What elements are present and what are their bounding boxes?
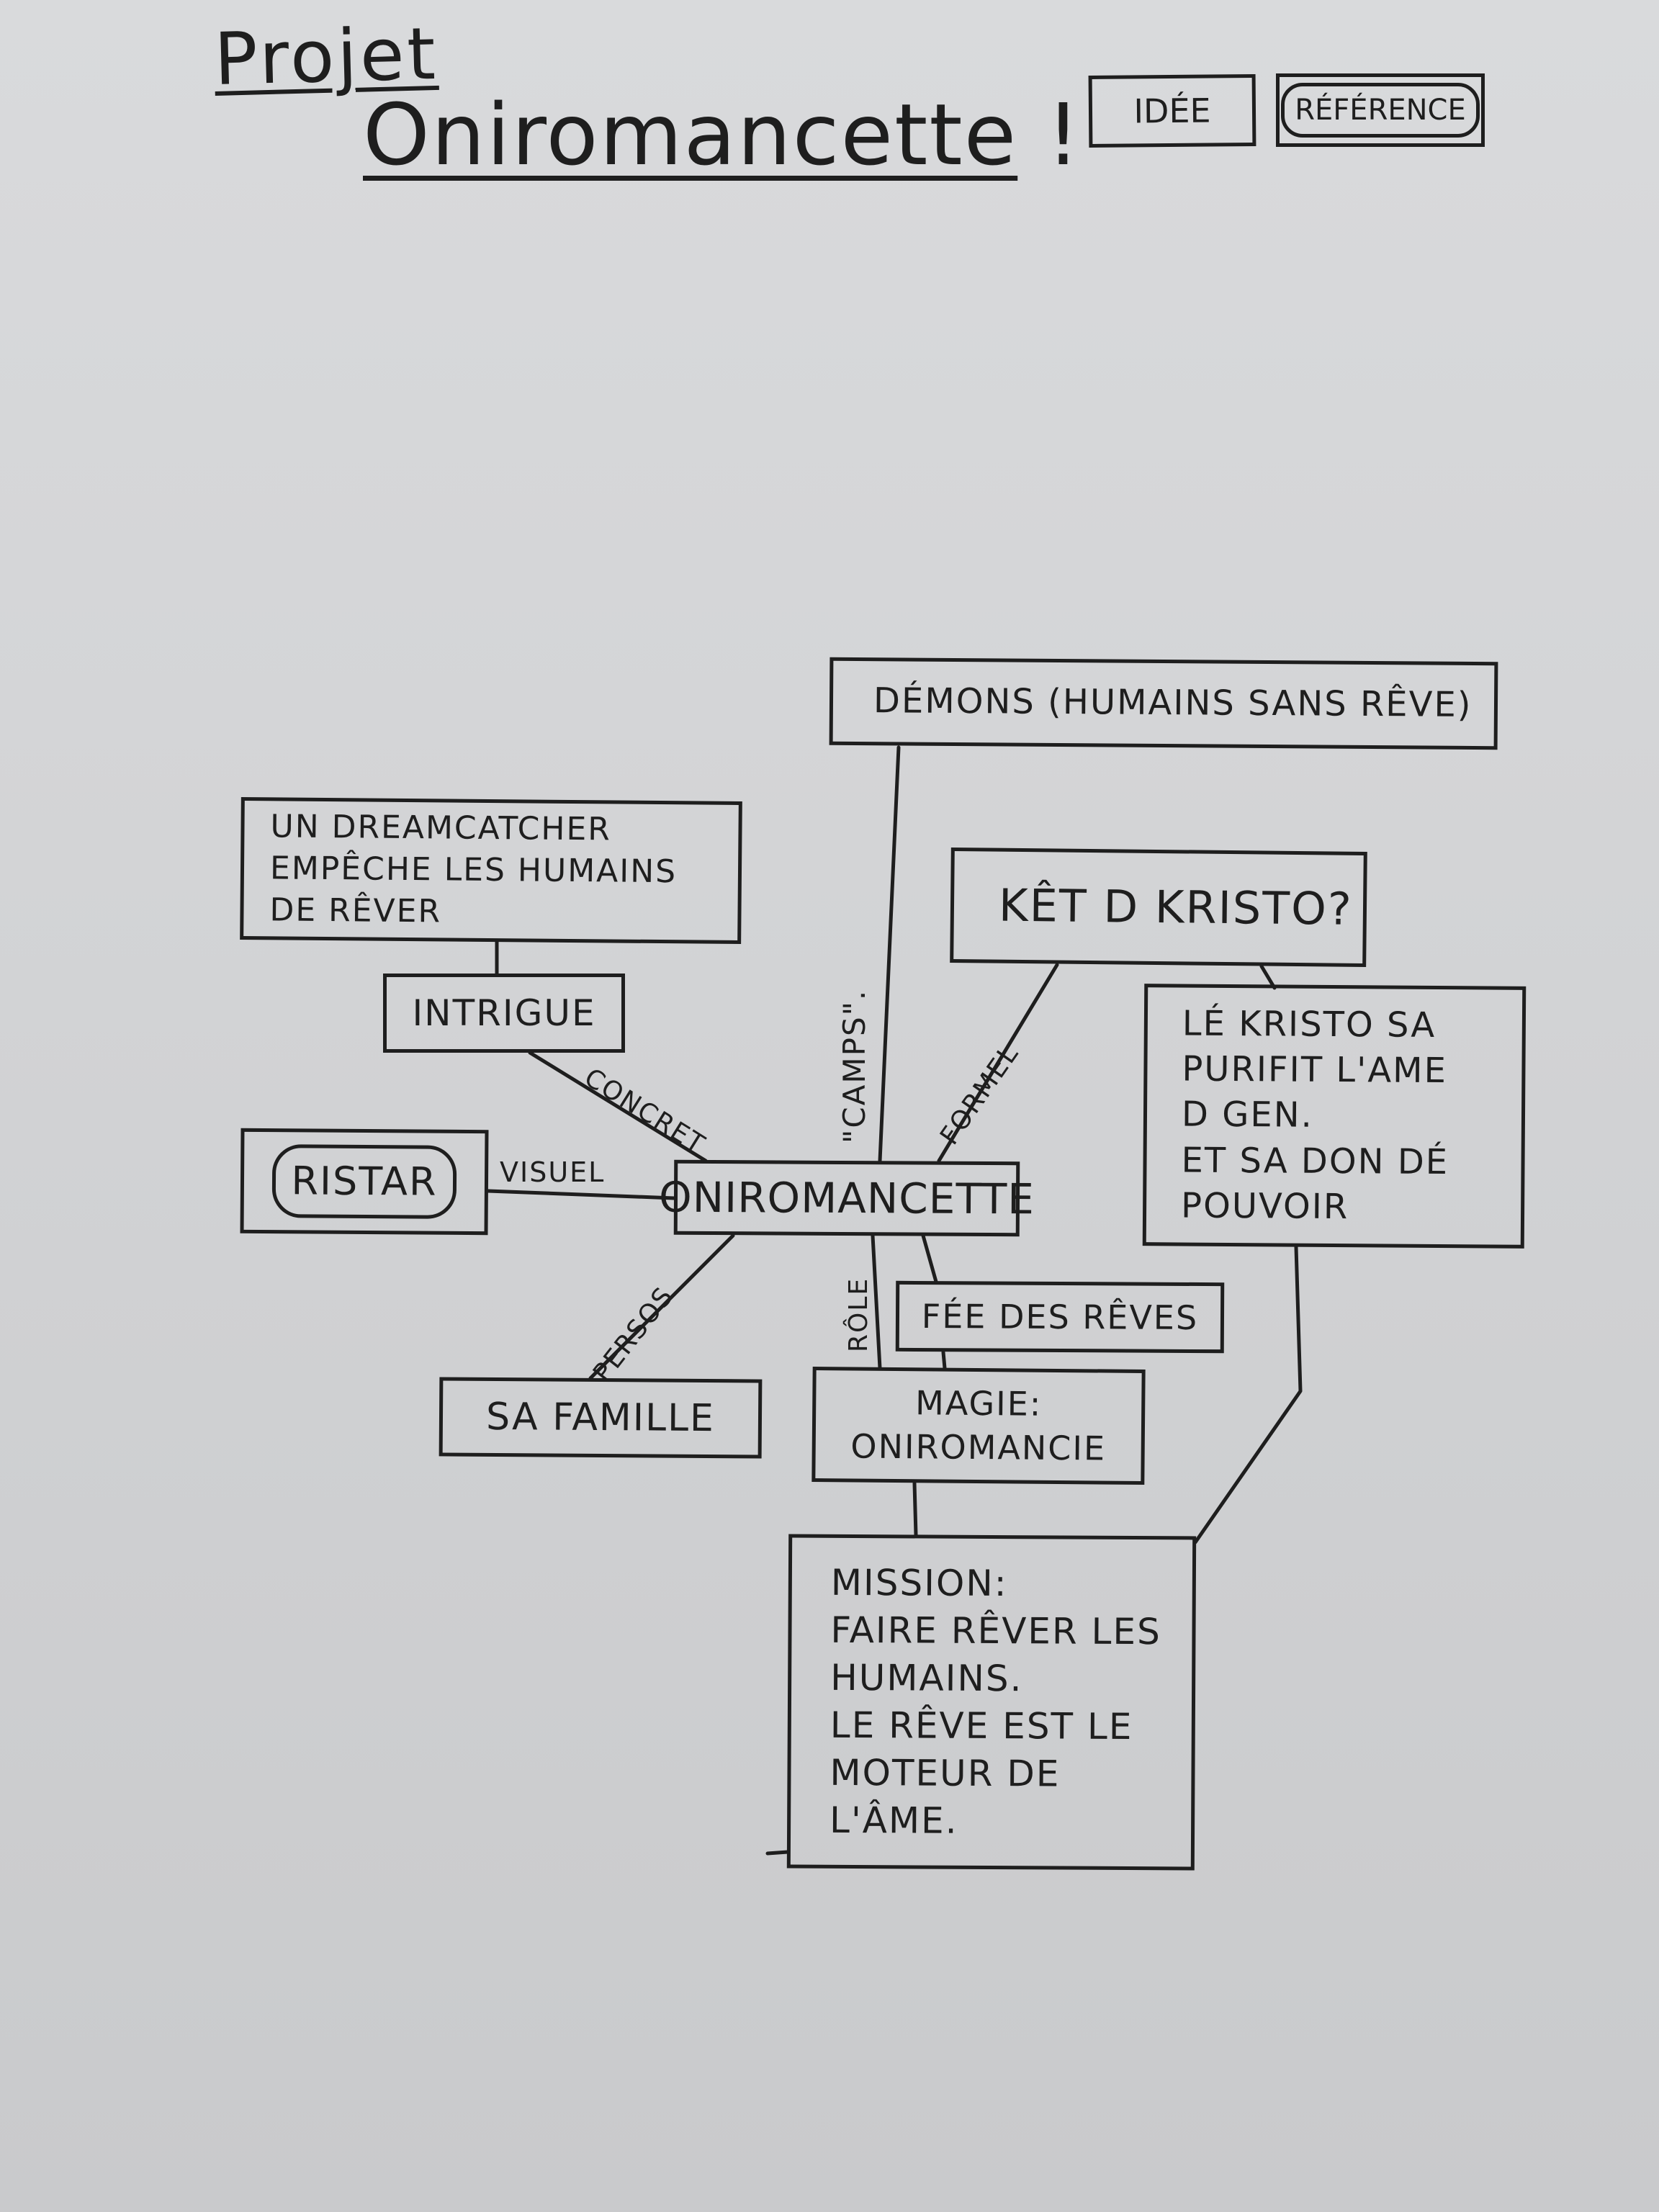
edge-ristar-center	[486, 1189, 676, 1200]
node-mission: MISSION: FAIRE RÊVER LES HUMAINS. LE RÊV…	[786, 1534, 1197, 1871]
node-sa-famille-text: SA FAMILLE	[485, 1395, 716, 1440]
edge-label-role: RÔLE	[844, 1277, 873, 1352]
legend-idea-box: IDÉE	[1088, 73, 1256, 148]
node-kristo-note-text: LÉ KRISTO SA PURIFIT L'AME D GEN. ET SA …	[1180, 1003, 1449, 1228]
node-fee-des-reves: FÉE DES RÊVES	[895, 1280, 1225, 1354]
edge-center-magie	[871, 1233, 882, 1370]
edge-mission-tail	[765, 1850, 790, 1856]
edge-label-concret: CONCRET	[579, 1063, 711, 1161]
edge-label-formel: FORMEL	[935, 1038, 1025, 1151]
edge-fee-magie	[941, 1350, 947, 1370]
node-magie-text: MAGIE: ONIROMANCIE	[850, 1383, 1107, 1468]
edge-label-persos: PERSOS	[588, 1281, 680, 1388]
title-oniromancette-text: Oniromancette	[363, 85, 1018, 184]
legend-reference-box: RÉFÉRENCE	[1276, 73, 1485, 147]
edge-magie-mission	[912, 1481, 918, 1537]
node-kristo-note: LÉ KRISTO SA PURIFIT L'AME D GEN. ET SA …	[1142, 984, 1527, 1249]
node-demons: DÉMONS (HUMAINS SANS RÊVE)	[829, 657, 1498, 750]
node-mission-text: MISSION: FAIRE RÊVER LES HUMAINS. LE RÊV…	[829, 1561, 1161, 1842]
node-sa-famille: SA FAMILLE	[439, 1377, 763, 1459]
node-demons-text: DÉMONS (HUMAINS SANS RÊVE)	[873, 680, 1473, 726]
node-ristar: RISTAR	[240, 1128, 489, 1236]
node-oniromancette: ONIROMANCETTE	[659, 1159, 1035, 1237]
node-fee-des-reves-text: FÉE DES RÊVES	[921, 1296, 1199, 1337]
node-intrigue-text: INTRIGUE	[412, 992, 596, 1034]
edge-demons-center	[878, 745, 901, 1163]
title-exclamation: !	[1046, 85, 1082, 184]
node-dreamcatcher-text: UN DREAMCATCHER EMPÊCHE LES HUMAINS DE R…	[269, 808, 678, 930]
node-intrigue: INTRIGUE	[383, 974, 625, 1053]
node-dreamcatcher: UN DREAMCATCHER EMPÊCHE LES HUMAINS DE R…	[240, 796, 742, 945]
legend-reference-label: RÉFÉRENCE	[1281, 83, 1480, 138]
node-magie: MAGIE: ONIROMANCIE	[811, 1366, 1146, 1485]
node-ket-kristo: KÊT D KRISTO?	[950, 847, 1367, 968]
node-ristar-text: RISTAR	[271, 1144, 457, 1219]
legend-idea-label: IDÉE	[1133, 91, 1211, 131]
node-oniromancette-text: ONIROMANCETTE	[658, 1172, 1035, 1224]
edge-label-camps: "CAMPS".	[837, 989, 872, 1143]
title-oniromancette: Oniromancette !	[363, 85, 1082, 184]
edge-label-visuel: VISUEL	[500, 1156, 606, 1188]
node-ket-kristo-text: KÊT D KRISTO?	[998, 878, 1354, 935]
edge-center-fee	[921, 1233, 938, 1284]
